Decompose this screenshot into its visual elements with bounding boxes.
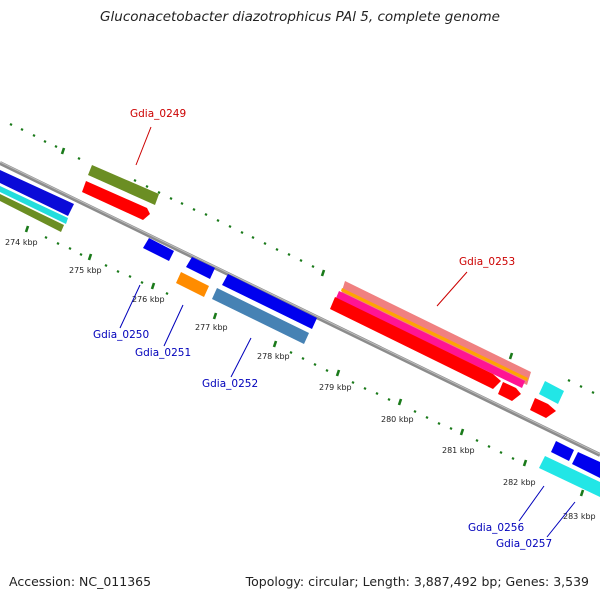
scale-label-278: 278 kbp <box>257 352 290 361</box>
gene-blue-small-1 <box>143 238 174 261</box>
gene-label-gdia-0256[interactable]: Gdia_0256 <box>468 522 524 534</box>
gene-orange-small <box>176 272 209 297</box>
gene-left-blue-outer <box>0 170 74 216</box>
genome-backbone <box>0 161 600 457</box>
gene-label-gdia-0251[interactable]: Gdia_0251 <box>135 347 191 359</box>
scale-label-282: 282 kbp <box>503 478 536 487</box>
gene-label-gdia-0257[interactable]: Gdia_0257 <box>496 538 552 550</box>
outer-strand-genes <box>0 165 564 404</box>
scale-label-283: 283 kbp <box>563 512 596 521</box>
scale-label-275: 275 kbp <box>69 266 102 275</box>
gene-labels: Gdia_0249 Gdia_0253 Gdia_0250 Gdia_0251 … <box>93 108 552 550</box>
gene-left-green <box>0 194 64 232</box>
outer-tick-row <box>9 123 595 394</box>
genome-backbone-highlight <box>0 161 600 455</box>
gene-steelblue-long <box>212 288 309 344</box>
gene-red-1 <box>82 181 150 220</box>
scale-label-280: 280 kbp <box>381 415 414 424</box>
scale-label-276: 276 kbp <box>132 295 165 304</box>
scale-labels: 274 kbp 275 kbp 276 kbp 277 kbp 278 kbp … <box>5 238 596 521</box>
gene-red-right-2 <box>530 398 556 418</box>
gene-gdia-0249-bar <box>88 165 159 205</box>
gene-gdia-0253-pink <box>341 281 531 385</box>
gene-blue-right-2 <box>572 452 600 478</box>
gene-gdia-0253-orange <box>341 288 528 381</box>
gene-label-gdia-0249[interactable]: Gdia_0249 <box>130 108 186 120</box>
gene-label-gdia-0253[interactable]: Gdia_0253 <box>459 256 515 268</box>
inner-tick-row <box>24 225 585 497</box>
gene-blue-right-1 <box>551 441 574 461</box>
gene-blue-small-2 <box>186 257 215 279</box>
gene-cyan-right-1 <box>539 381 564 404</box>
gene-red-long <box>330 297 501 389</box>
near-strand-genes <box>82 181 600 497</box>
gene-magenta-long <box>336 291 525 388</box>
topology-text: Topology: circular; Length: 3,887,492 bp… <box>245 574 589 589</box>
gene-label-gdia-0252[interactable]: Gdia_0252 <box>202 378 258 390</box>
accession-text: Accession: NC_011365 <box>9 574 152 589</box>
gene-label-gdia-0250[interactable]: Gdia_0250 <box>93 329 149 341</box>
label-leaders <box>119 126 576 538</box>
scale-label-279: 279 kbp <box>319 383 352 392</box>
gene-cyan-right-2 <box>539 456 600 497</box>
scale-label-274: 274 kbp <box>5 238 38 247</box>
gene-blue-long <box>222 274 317 329</box>
scale-label-277: 277 kbp <box>195 323 228 332</box>
genome-title: Gluconacetobacter diazotrophicus PAl 5, … <box>100 9 500 25</box>
scale-label-281: 281 kbp <box>442 446 475 455</box>
gene-red-right-1 <box>498 382 521 401</box>
gene-left-cyan <box>0 186 68 224</box>
